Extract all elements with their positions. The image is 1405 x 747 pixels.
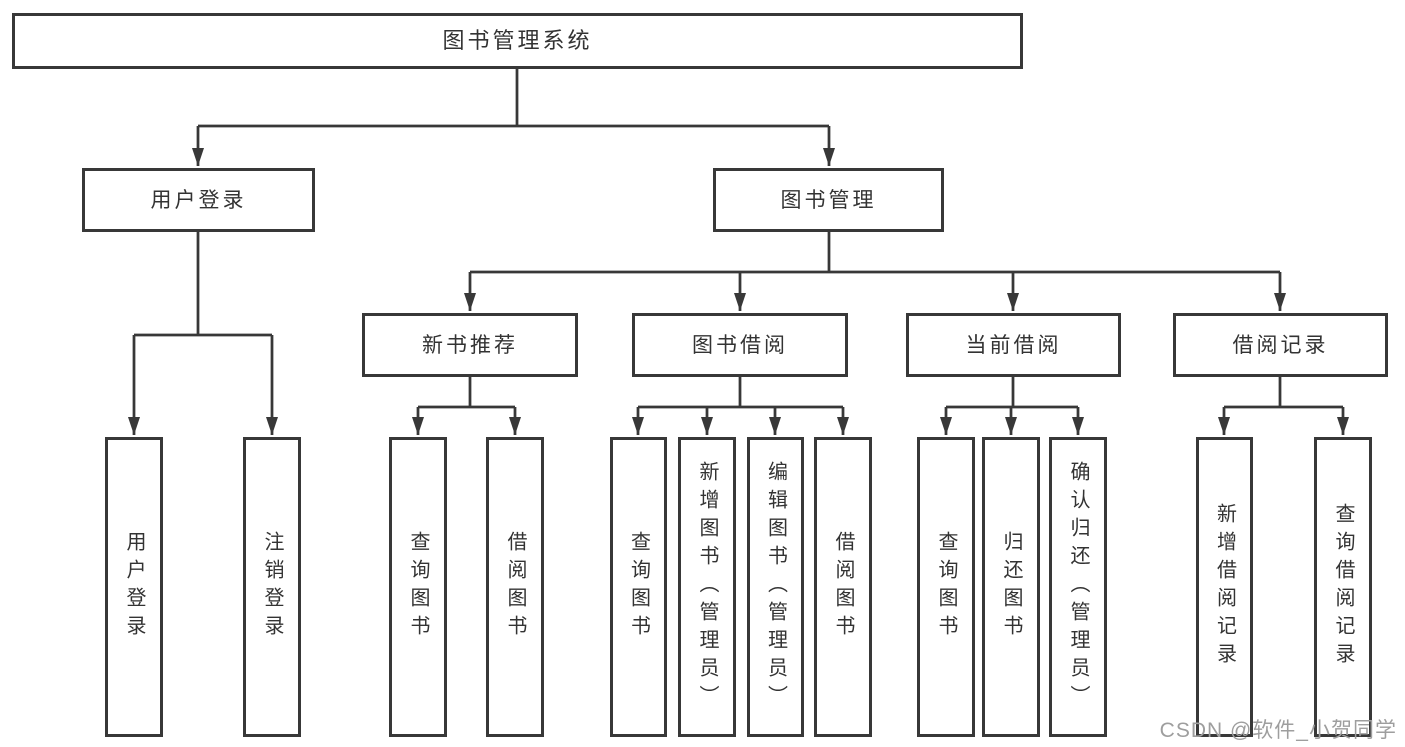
csdn-watermark: CSDN @软件_小贺同学: [1159, 719, 1397, 742]
node-book-management: 图书管理: [713, 168, 944, 232]
leaf-query-books-current: 查询图书: [917, 437, 975, 737]
connector-book-management-children: [464, 232, 1286, 311]
node-root: 图书管理系统: [12, 13, 1023, 69]
connector-book-borrow-children: [632, 377, 849, 435]
leaf-logout: 注销登录: [243, 437, 301, 737]
leaf-query-books-recommend-label: 查询图书: [407, 531, 429, 643]
node-current-borrow: 当前借阅: [906, 313, 1121, 377]
node-user-login: 用户登录: [82, 168, 315, 232]
leaf-user-login: 用户登录: [105, 437, 163, 737]
leaf-query-books-recommend: 查询图书: [389, 437, 447, 737]
leaf-borrow-books-recommend-label: 借阅图书: [504, 531, 526, 643]
leaf-confirm-return-admin: 确认归还（管理员）: [1049, 437, 1107, 737]
leaf-add-borrow-record: 新增借阅记录: [1196, 437, 1253, 737]
leaf-query-books-borrow-label: 查询图书: [627, 531, 650, 643]
node-book-borrow: 图书借阅: [632, 313, 848, 377]
leaf-borrow-books-recommend: 借阅图书: [486, 437, 544, 737]
node-borrow-records: 借阅记录: [1173, 313, 1388, 377]
leaf-query-borrow-record: 查询借阅记录: [1314, 437, 1372, 737]
connector-borrow-records-children: [1218, 377, 1349, 435]
leaf-edit-book-admin: 编辑图书（管理员）: [747, 437, 804, 737]
connector-user-login-children: [128, 232, 278, 435]
leaf-add-borrow-record-label: 新增借阅记录: [1213, 503, 1236, 671]
leaf-query-books-borrow: 查询图书: [610, 437, 667, 737]
connector-root-to-level2: [192, 69, 835, 166]
leaf-edit-book-admin-label: 编辑图书（管理员）: [764, 461, 787, 713]
leaf-add-book-admin: 新增图书（管理员）: [678, 437, 736, 737]
leaf-user-login-label: 用户登录: [123, 531, 145, 643]
leaf-return-book-label: 归还图书: [1000, 531, 1022, 643]
leaf-query-borrow-record-label: 查询借阅记录: [1332, 503, 1354, 671]
leaf-confirm-return-admin-label: 确认归还（管理员）: [1067, 461, 1089, 713]
leaf-query-books-current-label: 查询图书: [935, 531, 957, 643]
leaf-return-book: 归还图书: [982, 437, 1040, 737]
node-new-book-recommend: 新书推荐: [362, 313, 578, 377]
leaf-borrow-books-label: 借阅图书: [832, 531, 854, 643]
leaf-add-book-admin-label: 新增图书（管理员）: [696, 461, 718, 713]
leaf-logout-label: 注销登录: [261, 531, 283, 643]
connector-new-book-recommend-children: [412, 377, 521, 435]
leaf-borrow-books: 借阅图书: [814, 437, 872, 737]
connector-current-borrow-children: [940, 377, 1084, 435]
